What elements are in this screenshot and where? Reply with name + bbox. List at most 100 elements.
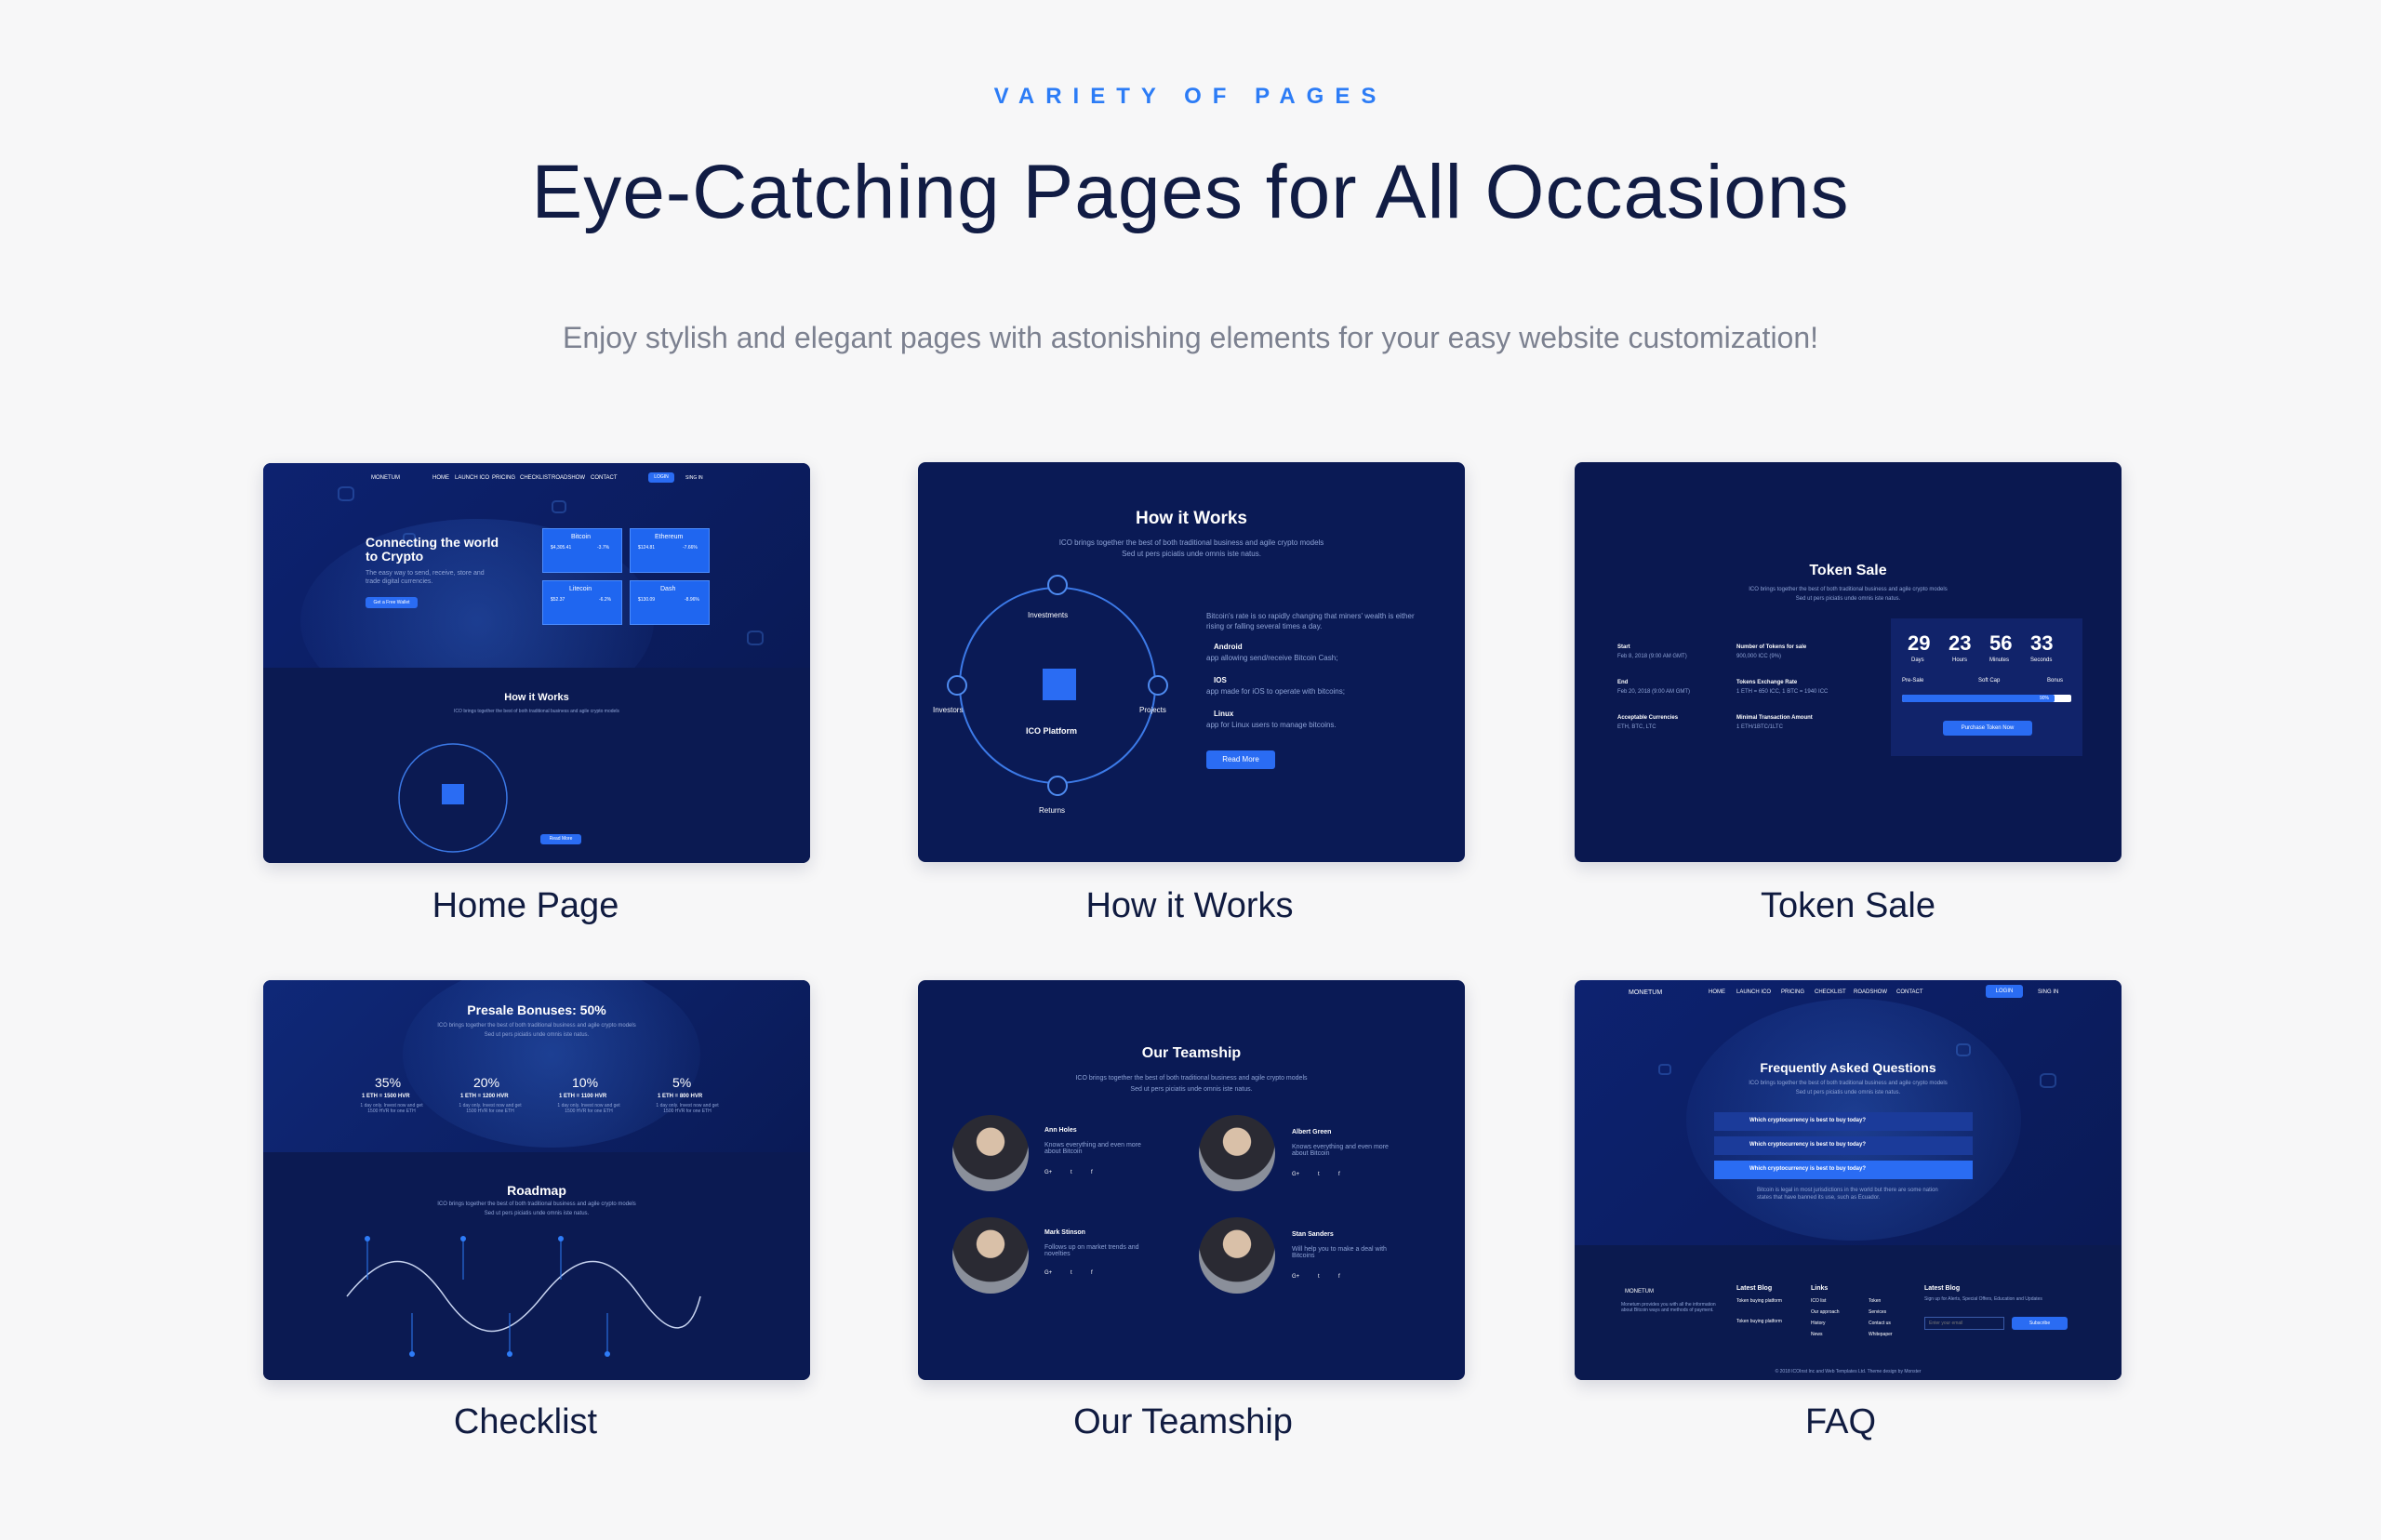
footer-link[interactable]: Our approach: [1811, 1309, 1840, 1315]
preview-card-how-it-works[interactable]: How it Works ICO brings together the bes…: [918, 462, 1465, 862]
member-social[interactable]: f: [1091, 1170, 1093, 1175]
home-nav-item[interactable]: ROADSHOW: [552, 475, 585, 481]
token-countdown-panel: 29 Days 23 Hours 56 Minutes 33 Seconds P…: [1891, 618, 2082, 756]
faq-question[interactable]: Which cryptocurrency is best to buy toda…: [1714, 1136, 1973, 1155]
member-social[interactable]: t: [1318, 1274, 1320, 1280]
bonus-pct: 10%: [572, 1075, 599, 1090]
bonus-text: 1 day only. Invest now and get 1500 HVR …: [656, 1103, 719, 1114]
home-nav-item[interactable]: HOME: [432, 475, 449, 481]
home-nav-item[interactable]: PRICING: [492, 475, 516, 481]
footer-subscribe-button[interactable]: Subscribe: [2012, 1317, 2068, 1330]
caption-team[interactable]: Our Teamship: [1073, 1402, 1293, 1441]
caption-home[interactable]: Home Page: [432, 886, 619, 925]
footer-col-title: Latest Blog: [1736, 1285, 1773, 1292]
caption-faq[interactable]: FAQ: [1804, 1402, 1877, 1441]
member-name: Ann Holes: [1044, 1127, 1077, 1134]
home-hero-button[interactable]: Get a Free Wallet: [366, 597, 418, 608]
footer-link[interactable]: Whitepaper: [1869, 1332, 1893, 1337]
footer-about: Monetum provides you with all the inform…: [1621, 1302, 1716, 1313]
member-social[interactable]: G+: [1292, 1274, 1300, 1280]
how-node-right: Projects: [1139, 706, 1166, 714]
footer-link[interactable]: News: [1811, 1332, 1823, 1337]
section-lead: Enjoy stylish and elegant pages with ast…: [562, 321, 1819, 354]
home-nav-item[interactable]: CONTACT: [591, 475, 618, 481]
how-cycle-diagram: [947, 575, 1168, 796]
home-nav-item[interactable]: LAUNCH ICO: [455, 475, 490, 481]
faq-question[interactable]: Which cryptocurrency is best to buy toda…: [1714, 1112, 1973, 1131]
how-node-top: Investments: [1028, 611, 1069, 619]
faq-nav-item[interactable]: PRICING: [1781, 989, 1805, 995]
faq-nav-item[interactable]: LAUNCH ICO: [1736, 989, 1772, 995]
home-read-more[interactable]: Read More: [540, 834, 581, 844]
footer-link[interactable]: Token buying platform: [1736, 1319, 1782, 1324]
faq-nav-item[interactable]: CONTACT: [1896, 989, 1923, 995]
how-node-left: Investors: [933, 706, 964, 714]
caption-how-it-works[interactable]: How it Works: [1085, 886, 1294, 925]
team-sub2: Sed ut pers piciatis unde omnis iste nat…: [1130, 1086, 1253, 1093]
avatar: [952, 1115, 1029, 1191]
member-social[interactable]: f: [1338, 1172, 1340, 1177]
bonus-rate: 1 ETH = 1200 HVR: [460, 1094, 509, 1099]
home-nav-item[interactable]: CHECKLIST: [520, 475, 552, 481]
faq-signin-link[interactable]: SING IN: [2038, 989, 2059, 995]
member-social[interactable]: t: [1071, 1170, 1072, 1175]
home-hero-title: Connecting the world to Crypto: [366, 535, 499, 564]
caption-checklist[interactable]: Checklist: [453, 1402, 598, 1441]
token-right-value: 1 ETH/1BTC/1LTC: [1736, 724, 1783, 730]
preview-card-checklist[interactable]: Presale Bonuses: 50% ICO brings together…: [263, 980, 810, 1380]
footer-email-input[interactable]: [1924, 1317, 2004, 1330]
token-right-value: 900,000 ICC (9%): [1736, 654, 1782, 659]
member-social[interactable]: G+: [1292, 1172, 1300, 1177]
team-sub1: ICO brings together the best of both tra…: [1075, 1075, 1308, 1082]
footer-link[interactable]: Token buying platform: [1736, 1298, 1782, 1304]
faq-title: Frequently Asked Questions: [1760, 1060, 1936, 1075]
token-left-label: End: [1617, 680, 1629, 685]
home-login-button[interactable]: LOGIN: [648, 472, 674, 483]
faq-nav-item[interactable]: CHECKLIST: [1815, 989, 1846, 995]
member-name: Mark Stinson: [1044, 1229, 1085, 1236]
footer-col-title: Latest Blog: [1924, 1285, 1961, 1292]
member-bio: Knows everything and even more about Bit…: [1292, 1144, 1389, 1157]
faq-nav-item[interactable]: ROADSHOW: [1854, 989, 1887, 995]
footer-link[interactable]: Token: [1869, 1298, 1882, 1304]
footer-link[interactable]: Services: [1869, 1309, 1887, 1315]
countdown-value: 56: [1989, 631, 2013, 655]
home-signin-link[interactable]: SING IN: [685, 475, 703, 481]
purchase-token-button[interactable]: Purchase Token Now: [1943, 721, 2032, 736]
coin-card: Ethereum $124.81 -7.66%: [630, 528, 710, 573]
footer-link[interactable]: ICO list: [1811, 1298, 1827, 1304]
preview-card-token-sale[interactable]: Token Sale ICO brings together the best …: [1575, 462, 2122, 862]
caption-token-sale[interactable]: Token Sale: [1760, 886, 1935, 925]
home-section-title: How it Works: [504, 692, 569, 703]
preview-card-home[interactable]: MONETUM HOME LAUNCH ICO PRICING CHECKLIS…: [263, 463, 810, 863]
token-left-value: Feb 8, 2018 (9:00 AM GMT): [1617, 654, 1687, 659]
member-social[interactable]: G+: [1044, 1170, 1053, 1175]
how-sub1: ICO brings together the best of both tra…: [1058, 538, 1324, 547]
member-social[interactable]: t: [1318, 1172, 1320, 1177]
preview-card-team[interactable]: Our Teamship ICO brings together the bes…: [918, 980, 1465, 1380]
roadmap-wave: [346, 1236, 701, 1357]
faq-login-button[interactable]: LOGIN: [1986, 985, 2023, 998]
member-social[interactable]: f: [1091, 1270, 1093, 1276]
preview-card-faq[interactable]: MONETUM HOME LAUNCH ICO PRICING CHECKLIS…: [1575, 980, 2122, 1380]
member-social[interactable]: t: [1071, 1270, 1072, 1276]
avatar: [952, 1217, 1029, 1294]
member-social[interactable]: f: [1338, 1274, 1340, 1280]
bonus-pct: 35%: [375, 1075, 402, 1090]
footer-link[interactable]: Contact us: [1869, 1321, 1891, 1326]
faq-answer: Bitcoin is legal in most jurisdictions i…: [1757, 1188, 1938, 1201]
faq-question-active[interactable]: Which cryptocurrency is best to buy toda…: [1714, 1161, 1973, 1179]
bonus-rate: 1 ETH = 1500 HVR: [362, 1094, 410, 1099]
roadmap-title: Roadmap: [507, 1183, 566, 1198]
footer-logo: MONETUM: [1625, 1289, 1654, 1294]
footer-link[interactable]: History: [1811, 1321, 1826, 1326]
member-social[interactable]: G+: [1044, 1270, 1053, 1276]
home-nav-logo: MONETUM: [371, 475, 400, 481]
faq-sub1: ICO brings together the best of both tra…: [1749, 1081, 1948, 1086]
home-section-sub: ICO brings together the best of both tra…: [454, 709, 619, 714]
how-read-more[interactable]: Read More: [1206, 750, 1275, 769]
how-item-title: IOS: [1214, 676, 1227, 684]
coin-card: Dash $130.09 -8.96%: [630, 580, 710, 625]
countdown-unit: Hours: [1952, 657, 1968, 663]
faq-nav-item[interactable]: HOME: [1709, 989, 1725, 995]
